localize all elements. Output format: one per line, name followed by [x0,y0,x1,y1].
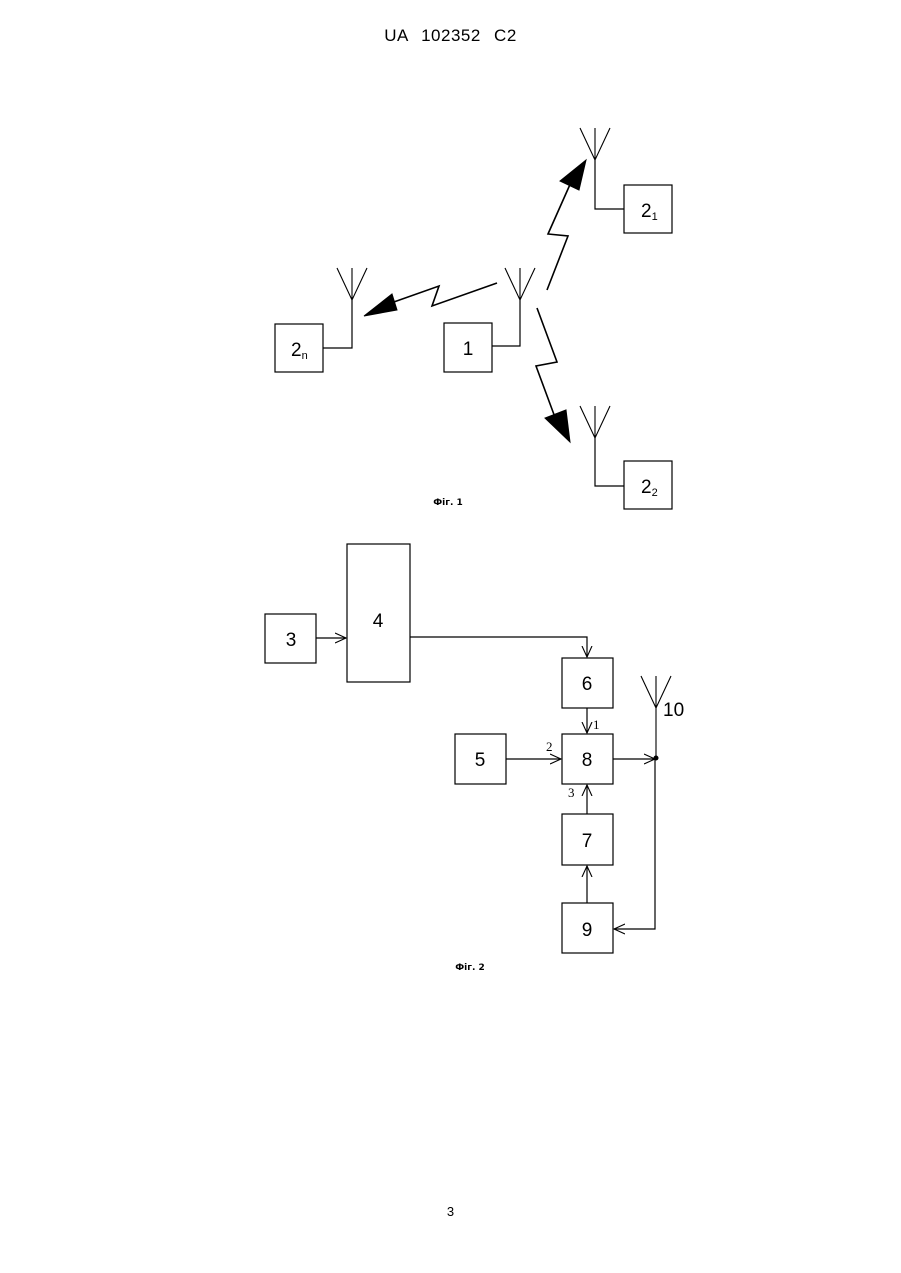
block-4-label: 4 [373,611,384,632]
receiver-1-antenna-icon [580,128,610,160]
block-2-2-antenna-feed [595,438,624,486]
block-1-antenna-feed [492,300,520,346]
receiver-n-antenna-icon [337,268,367,300]
block-8-label: 8 [582,750,593,771]
antenna-10-label: 10 [663,700,684,721]
radio-wave-to-2-2 [536,308,557,420]
link-antenna-to-9 [614,759,655,929]
block-5-label: 5 [475,750,486,771]
block-3-label: 3 [286,630,297,651]
block-9-label: 9 [582,920,593,941]
block-2-n-antenna-feed [323,300,352,348]
central-antenna-icon [505,268,535,300]
port-label-1: 1 [593,717,600,732]
fig-1-caption: Фiг. 1 [433,498,463,508]
figure-1: 1 21 22 2n Фiг. 1 [275,128,672,509]
port-label-3: 3 [568,785,575,800]
block-7-label: 7 [582,831,593,852]
radio-wave-to-2-n [391,283,497,306]
fig-2-caption: Фiг. 2 [455,963,485,973]
block-6-label: 6 [582,674,593,695]
radio-wave-to-2-1 [547,180,572,290]
port-label-2: 2 [546,739,553,754]
block-2-1-antenna-feed [595,160,624,209]
wave-arrowhead-2-n [364,294,397,316]
wave-arrowhead-2-1 [560,160,586,190]
block-1-label: 1 [463,339,474,360]
wave-arrowhead-2-2 [545,410,570,442]
page-number: 3 [0,1204,901,1219]
receiver-2-antenna-icon [580,406,610,438]
figure-2: 3 4 5 6 7 8 9 10 1 2 3 Фiг. 2 [265,544,684,973]
link-4-to-6 [410,637,587,657]
